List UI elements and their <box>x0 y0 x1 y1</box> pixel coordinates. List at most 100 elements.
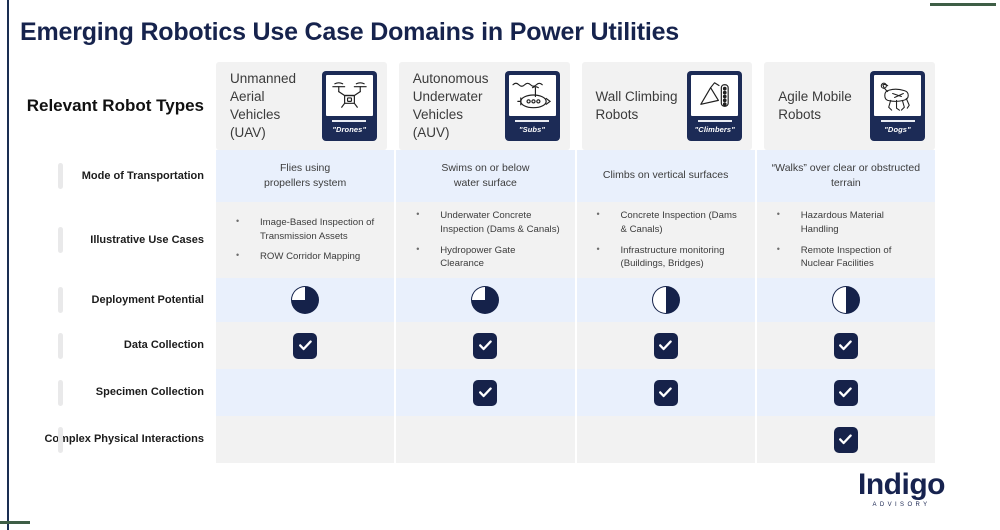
matrix-cell <box>216 278 397 322</box>
empty-cell-placeholder <box>654 427 678 453</box>
row-tick-marker <box>58 287 63 313</box>
matrix-header-row: Relevant Robot Types Unmanned Aerial Veh… <box>20 62 935 150</box>
row-label-text: Data Collection <box>123 339 204 352</box>
row-label-text: Deployment Potential <box>91 293 204 306</box>
deployment-potential-pie <box>472 287 499 313</box>
robot-type-card-1[interactable]: Unmanned Aerial Vehicles (UAV) "Drones" <box>216 62 387 150</box>
list-item: Remote Inspection of Nuclear Facilities <box>775 242 921 271</box>
matrix-row: Specimen Collection <box>20 369 935 416</box>
robot-type-badge: "Climbers" <box>687 71 743 141</box>
badge-divider <box>332 120 367 122</box>
matrix-cell <box>396 369 577 416</box>
header-row-label: Relevant Robot Types <box>20 62 216 150</box>
matrix-row: Illustrative Use Cases Image-Based Inspec… <box>20 202 935 278</box>
row-label-text: Illustrative Use Cases <box>90 233 204 246</box>
robot-type-caption: "Drones" <box>332 125 367 134</box>
matrix-row: Deployment Potential <box>20 278 935 322</box>
robot-type-caption: "Subs" <box>518 125 546 134</box>
robot-type-card-2[interactable]: Autonomous Underwater Vehicles (AUV) "Sub… <box>398 62 570 150</box>
deployment-potential-pie <box>832 287 859 313</box>
indigo-advisory-logo: Indigo ADVISORY <box>858 470 945 509</box>
robot-dog-icon <box>874 75 921 116</box>
checkmark-icon <box>833 332 858 359</box>
row-label-text: Mode of Transportation <box>81 169 204 182</box>
matrix-cell <box>216 416 397 463</box>
robot-type-card-4[interactable]: Agile Mobile Robots "Dogs" <box>764 62 935 150</box>
row-tick-marker <box>58 332 63 359</box>
pie-empty-segment <box>832 287 846 313</box>
pie-empty-segment <box>292 287 306 300</box>
matrix-cell <box>576 369 757 416</box>
top-right-accent-rule <box>930 3 996 6</box>
matrix-cell <box>576 322 757 369</box>
matrix-cell <box>756 416 935 463</box>
checkmark-icon <box>473 332 498 359</box>
robot-type-badge: "Drones" <box>321 71 377 141</box>
pie-empty-segment <box>652 287 666 313</box>
matrix-cell: Climbs on vertical surfaces <box>576 150 757 202</box>
page-title: Emerging Robotics Use Case Domains in Po… <box>20 18 680 46</box>
matrix-cell <box>756 369 935 416</box>
relevant-robot-types-label: Relevant Robot Types <box>26 96 204 116</box>
row-label-5: Specimen Collection <box>20 369 216 416</box>
row-cells <box>216 278 935 322</box>
use-case-list: Hazardous Material HandlingRemote Inspec… <box>757 208 935 271</box>
row-cells <box>216 369 935 416</box>
checkmark-icon <box>833 379 858 406</box>
matrix-row: Complex Physical Interactions <box>20 416 935 463</box>
matrix-cell: Image-Based Inspection of Transmission A… <box>216 202 397 278</box>
drone-icon <box>325 75 373 116</box>
badge-divider <box>880 120 915 122</box>
matrix-cell: Underwater Concrete Inspection (Dams & C… <box>396 202 577 278</box>
row-tick-marker <box>58 379 63 406</box>
checkmark-icon <box>293 332 318 359</box>
robot-type-name: Agile Mobile Robots <box>778 89 852 122</box>
row-label-1: Mode of Transportation <box>20 150 216 202</box>
checkmark-icon <box>833 426 858 453</box>
robot-type-caption: "Dogs" <box>884 125 911 134</box>
use-case-list: Underwater Concrete Inspection (Dams & C… <box>396 208 574 271</box>
row-tick-marker <box>58 426 63 453</box>
bottom-left-accent-rule <box>0 521 30 524</box>
row-cells <box>216 416 935 463</box>
robot-type-badge: "Subs" <box>504 71 560 141</box>
deployment-potential-pie <box>292 287 319 313</box>
matrix-row: Data Collection <box>20 322 935 369</box>
header-cells: Unmanned Aerial Vehicles (UAV) "Drones" Au… <box>216 62 935 150</box>
matrix-cell <box>576 416 757 463</box>
row-label-3: Deployment Potential <box>20 278 216 322</box>
matrix-cell <box>756 278 935 322</box>
robot-type-badge: "Dogs" <box>870 71 925 141</box>
list-item: ROW Corridor Mapping <box>234 249 380 264</box>
robot-type-name: Autonomous Underwater Vehicles (AUV) <box>412 71 489 140</box>
use-case-list: Image-Based Inspection of Transmission A… <box>216 215 394 264</box>
matrix-cell <box>396 416 577 463</box>
robot-type-name: Unmanned Aerial Vehicles (UAV) <box>230 71 297 140</box>
comparison-matrix: Relevant Robot Types Unmanned Aerial Veh… <box>20 62 935 463</box>
list-item: Hydropower Gate Clearance <box>414 242 560 271</box>
empty-cell-placeholder <box>293 427 317 453</box>
matrix-cell: Concrete Inspection (Dams & Canals) Infra… <box>576 202 757 278</box>
matrix-cell <box>216 369 397 416</box>
robot-type-name: Wall Climbing Robots <box>595 89 678 122</box>
checkmark-icon <box>473 379 498 406</box>
pie-empty-segment <box>472 287 486 300</box>
robot-type-card-3[interactable]: Wall Climbing Robots "Climbers" <box>581 62 753 150</box>
mode-text: Climbs on vertical surfaces <box>602 169 729 182</box>
list-item: Image-Based Inspection of Transmission A… <box>234 215 380 243</box>
mode-text: “Walks” over clear or obstructed terrain <box>771 161 921 189</box>
list-item: Infrastructure monitoring (Buildings, Br… <box>595 242 741 271</box>
matrix-cell <box>756 322 935 369</box>
robot-type-caption: "Climbers" <box>694 125 735 134</box>
list-item: Underwater Concrete Inspection (Dams & C… <box>414 208 560 236</box>
use-case-list: Concrete Inspection (Dams & Canals) Infra… <box>577 208 755 271</box>
list-item: Concrete Inspection (Dams & Canals) <box>595 208 741 236</box>
matrix-cell <box>396 322 577 369</box>
row-tick-marker <box>58 163 63 189</box>
